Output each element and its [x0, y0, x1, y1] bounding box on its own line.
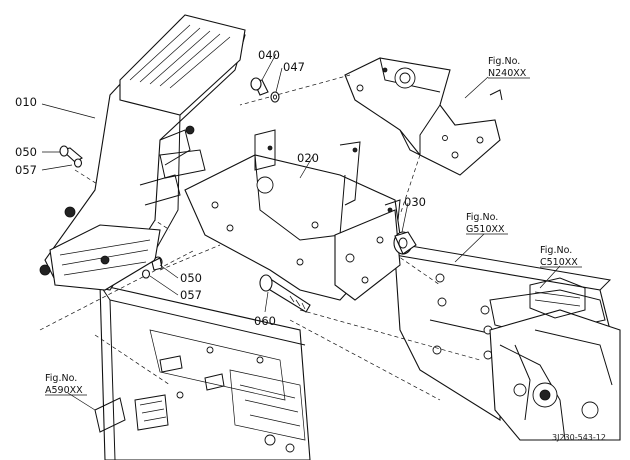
- bolt-050-upper-drawing: [59, 145, 83, 168]
- label-part-060: 060: [254, 314, 276, 328]
- bolt-040-drawing: [250, 77, 280, 103]
- figref-g510-title: Fig.No.: [466, 212, 498, 223]
- label-part-040: 040: [258, 48, 280, 62]
- lower-frame-drawing: [94, 284, 311, 460]
- figref-a590-code: A590XX: [45, 385, 83, 396]
- figref-n240-code: N240XX: [488, 68, 527, 79]
- label-part-050-lower: 050: [180, 271, 202, 285]
- label-part-030: 030: [404, 195, 426, 209]
- label-part-020: 020: [297, 151, 319, 165]
- figref-a590-title: Fig.No.: [45, 373, 77, 384]
- figref-n240-title: Fig.No.: [488, 56, 520, 67]
- figref-c510-title: Fig.No.: [540, 245, 572, 256]
- label-part-057-lower: 057: [180, 288, 202, 302]
- leader-lines: [41, 53, 561, 411]
- bracket-020-drawing: [184, 129, 401, 301]
- figref-g510-code: G510XX: [466, 224, 505, 235]
- label-part-010: 010: [15, 95, 37, 109]
- label-part-057-upper: 057: [15, 163, 37, 177]
- label-part-050-upper: 050: [15, 145, 37, 159]
- bracket-n240-drawing: [344, 57, 503, 176]
- label-part-047: 047: [283, 60, 305, 74]
- housing-drawing: [489, 277, 621, 441]
- step-assembly-010-drawing: [39, 14, 246, 291]
- bolt-060-drawing: [259, 274, 311, 313]
- drawing-code: 3J230-543-12: [552, 433, 606, 442]
- figref-c510-code: C510XX: [540, 257, 578, 268]
- bushing-030-drawing: [393, 231, 417, 255]
- bolt-050-lower-drawing: [141, 256, 163, 279]
